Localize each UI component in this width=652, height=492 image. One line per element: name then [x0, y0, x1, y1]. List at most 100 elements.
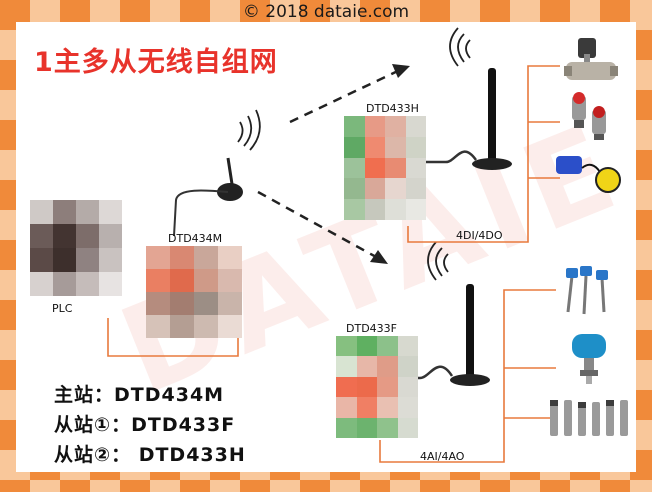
f-antenna-base — [450, 374, 490, 386]
mosaic-cell — [397, 356, 418, 377]
mosaic-cell — [377, 397, 398, 418]
mosaic-cell — [218, 292, 242, 315]
mosaic-cell — [30, 224, 53, 248]
border-tile — [60, 480, 90, 492]
f-radio-waves — [427, 241, 449, 281]
temperature-sensor-icon — [566, 266, 608, 315]
mosaic-cell — [194, 292, 218, 315]
border-tile — [360, 480, 390, 492]
mosaic-cell — [30, 248, 53, 272]
border-tile — [30, 480, 60, 492]
mosaic-cell — [377, 417, 398, 438]
border-tile — [240, 480, 270, 492]
mosaic-cell — [170, 269, 194, 292]
mosaic-cell — [218, 269, 242, 292]
wireless-arrow-to-h — [289, 68, 401, 124]
mosaic-cell — [377, 376, 398, 398]
mosaic-cell — [170, 246, 194, 269]
border-tile — [570, 480, 600, 492]
mosaic-cell — [405, 199, 426, 220]
float-switch-icon — [556, 156, 621, 193]
mosaic-cell — [53, 248, 76, 272]
mosaic-cell — [76, 272, 99, 296]
mosaic-cell — [397, 397, 418, 418]
mosaic-cell — [405, 116, 426, 137]
mosaic-cell — [385, 116, 406, 137]
mosaic-cell — [356, 356, 377, 377]
legend-master: 主站：DTD434M — [54, 384, 225, 406]
slave-h-label: DTD433H — [366, 102, 419, 115]
mosaic-cell — [344, 116, 365, 137]
copyright-text: © 2018 dataie.com — [242, 2, 410, 22]
mosaic-cell — [377, 336, 398, 357]
mosaic-cell — [364, 116, 385, 137]
mosaic-cell — [356, 397, 377, 418]
mosaic-cell — [356, 417, 377, 438]
mosaic-cell — [336, 417, 357, 438]
h-antenna-cable — [426, 150, 478, 164]
mosaic-cell — [364, 136, 385, 158]
mosaic-cell — [30, 272, 53, 296]
mosaic-cell — [405, 178, 426, 200]
master-antenna-rod — [226, 157, 234, 185]
mosaic-cell — [53, 200, 76, 224]
border-tile — [480, 480, 510, 492]
border-tile — [0, 480, 30, 492]
border-tile — [540, 480, 570, 492]
mosaic-cell — [194, 269, 218, 292]
mosaic-cell — [53, 272, 76, 296]
mosaic-cell — [218, 246, 242, 269]
h-radio-waves — [449, 27, 471, 67]
mosaic-cell — [356, 336, 377, 357]
arrow-head-h — [392, 64, 410, 78]
diagram-title: 1主多从无线自组网 — [34, 47, 278, 78]
legend-slave-f: 从站①：DTD433F — [54, 414, 236, 436]
mosaic-cell — [356, 376, 377, 398]
master-label: DTD434M — [168, 232, 223, 245]
mosaic-cell — [385, 136, 406, 158]
mosaic-cell — [397, 376, 418, 398]
border-tile — [120, 480, 150, 492]
mosaic-cell — [405, 157, 426, 179]
h-antenna-rod — [488, 68, 496, 164]
slave-f-device — [336, 336, 418, 438]
border-tile — [510, 480, 540, 492]
mosaic-cell — [385, 157, 406, 179]
slave-h-device — [344, 116, 426, 220]
master-device — [146, 246, 242, 338]
plc-device — [30, 200, 122, 296]
mosaic-cell — [53, 224, 76, 248]
pressure-transmitter-icon — [572, 334, 606, 384]
border-tile — [420, 480, 450, 492]
border-tile — [300, 480, 330, 492]
master-radio-waves — [237, 109, 261, 151]
mosaic-cell — [170, 292, 194, 315]
mosaic-cell — [344, 178, 365, 200]
mosaic-cell — [146, 269, 170, 292]
mosaic-cell — [99, 272, 122, 296]
mosaic-cell — [364, 178, 385, 200]
legend-slave-h: 从站②： DTD433H — [54, 444, 246, 466]
border-tile — [330, 480, 360, 492]
mosaic-cell — [218, 315, 242, 338]
mosaic-cell — [405, 136, 426, 158]
mosaic-cell — [170, 315, 194, 338]
f-antenna-rod — [466, 284, 474, 378]
wireless-arrow-to-f — [257, 190, 379, 260]
mosaic-cell — [344, 199, 365, 220]
mosaic-cell — [344, 157, 365, 179]
mosaic-cell — [146, 315, 170, 338]
border-tile — [210, 480, 240, 492]
mosaic-cell — [385, 199, 406, 220]
slave-f-io-label: 4AI/4AO — [420, 450, 465, 463]
slave-h-io-label: 4DI/4DO — [456, 229, 503, 242]
border-tile — [90, 480, 120, 492]
mosaic-cell — [336, 336, 357, 357]
border-tile — [150, 480, 180, 492]
border-tile — [450, 480, 480, 492]
h-antenna-base — [472, 158, 512, 170]
arrow-head-f — [370, 250, 388, 264]
slave-f-label: DTD433F — [346, 322, 397, 335]
mosaic-cell — [397, 336, 418, 357]
